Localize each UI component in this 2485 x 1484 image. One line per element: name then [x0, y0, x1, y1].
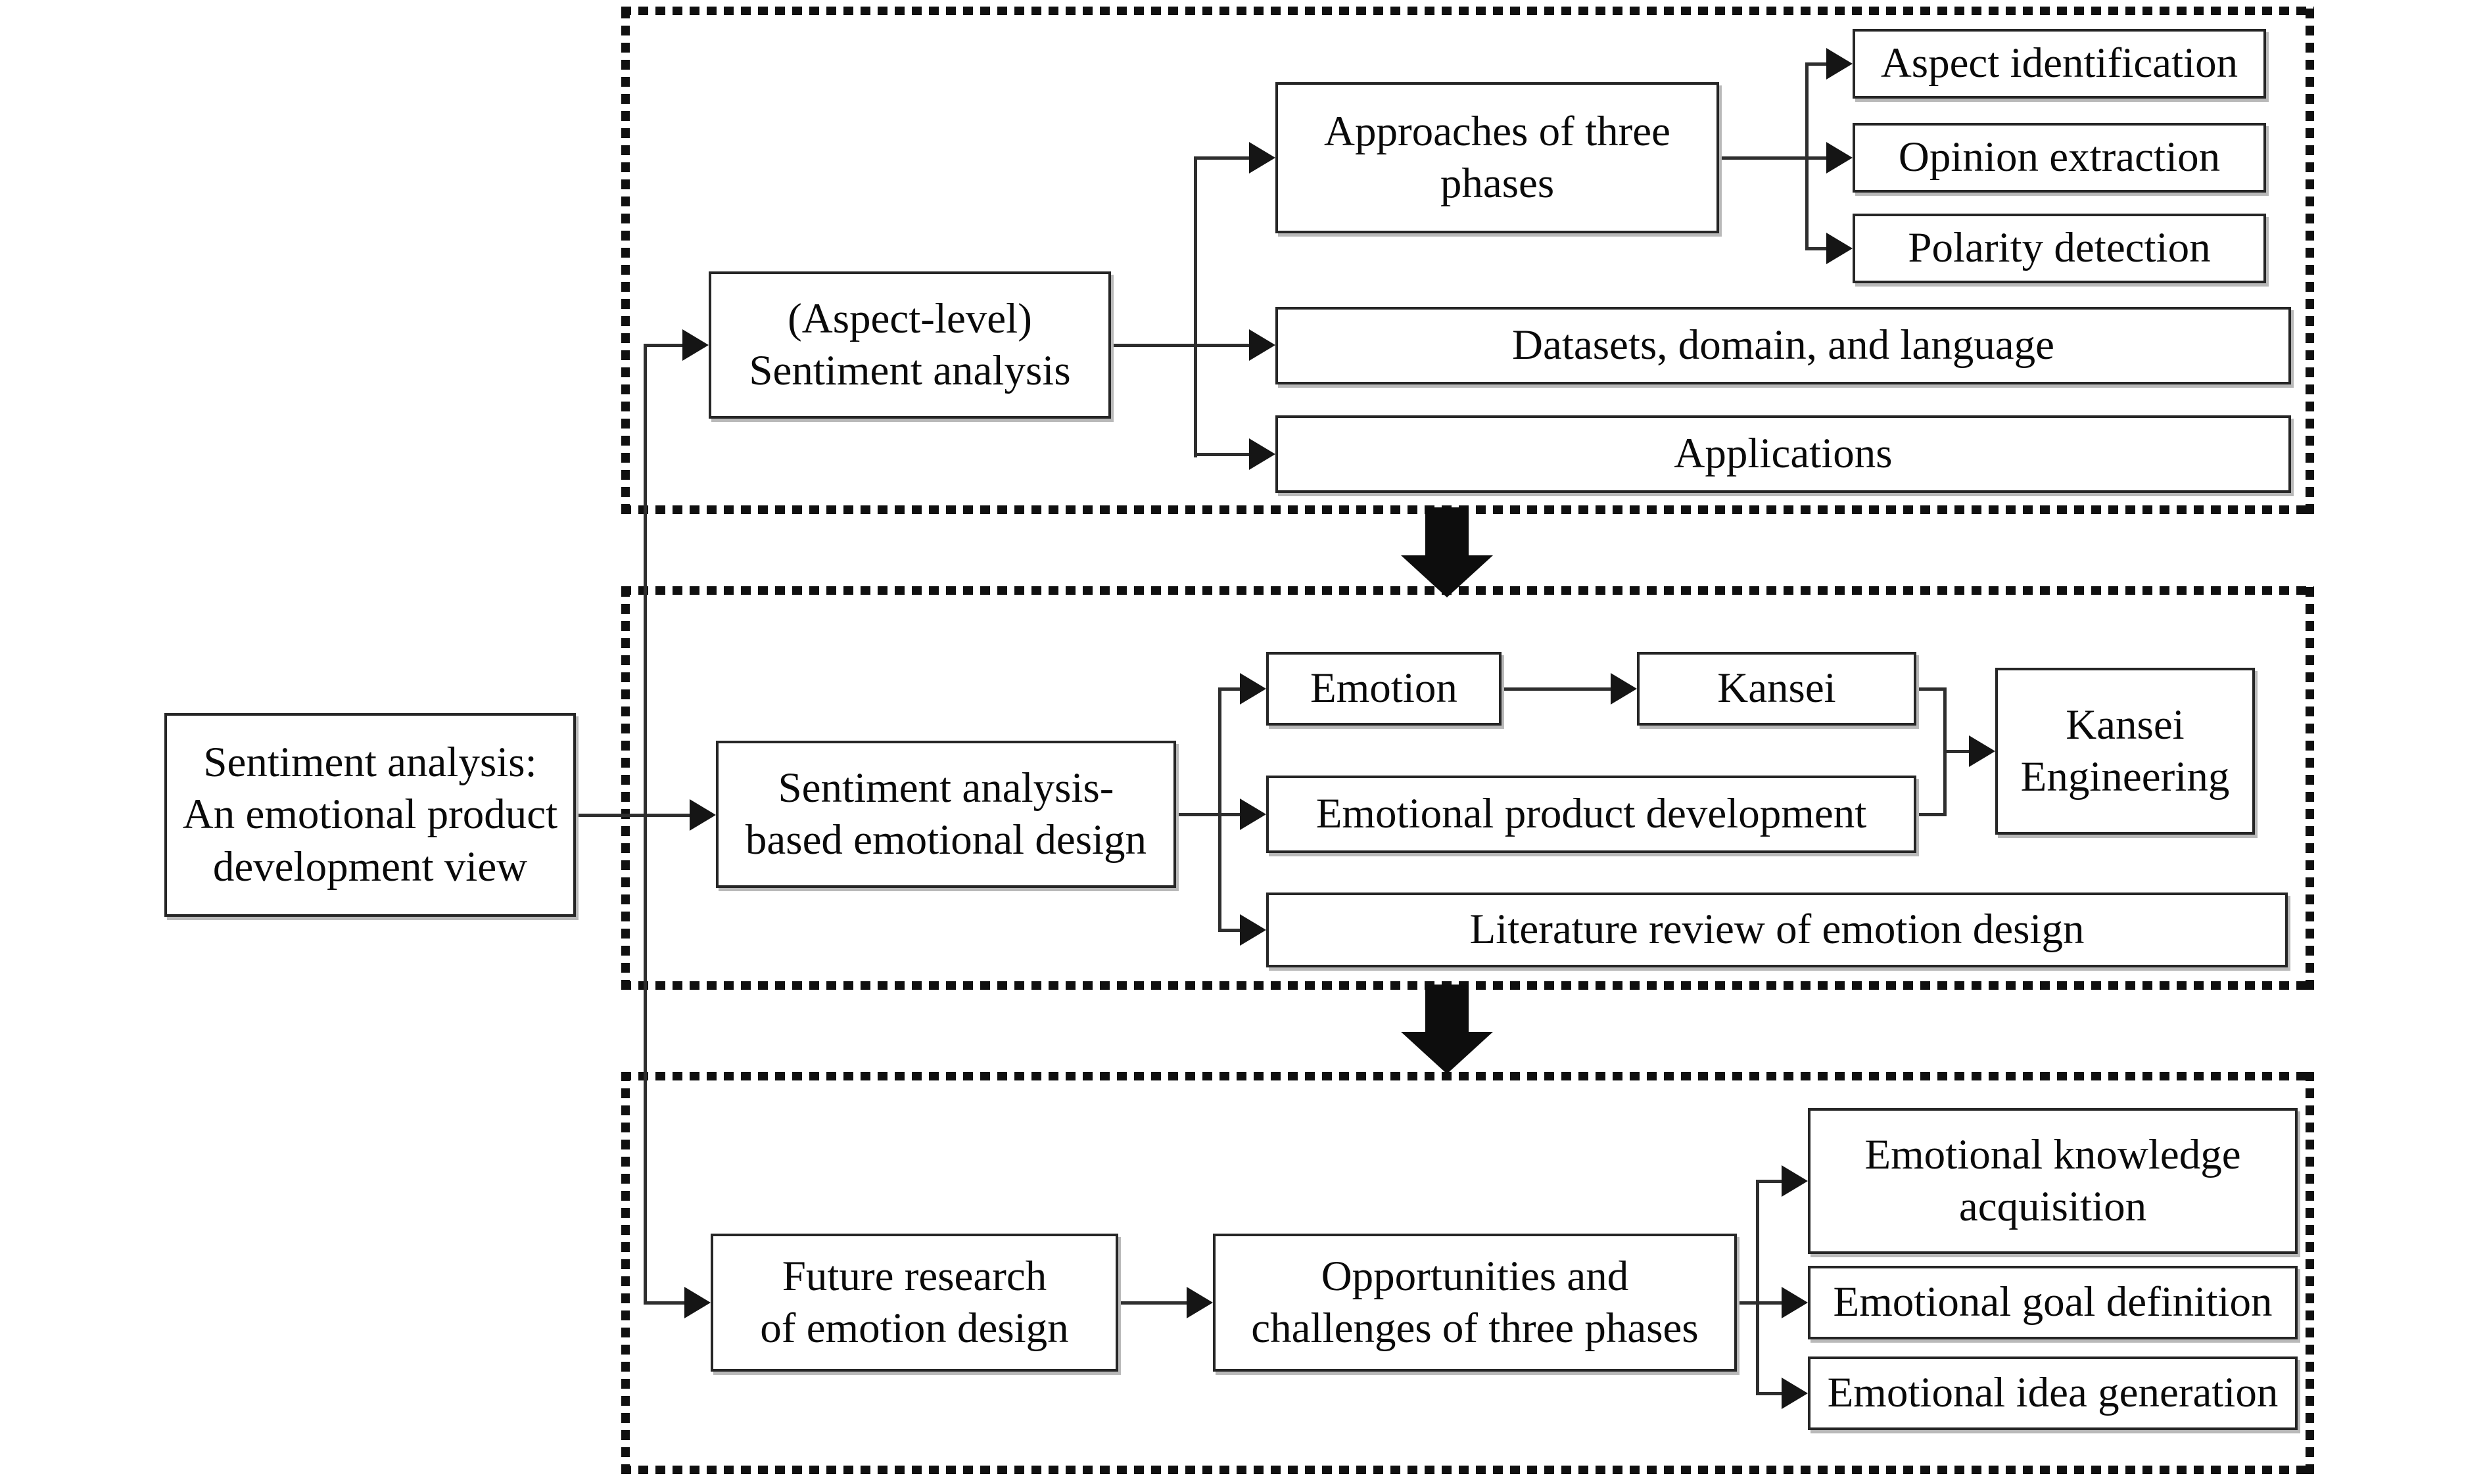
node-emotion: Emotion: [1266, 652, 1502, 726]
node-kansei: Kansei: [1637, 652, 1916, 726]
connector-design-to-branch: [1176, 813, 1244, 816]
node-sentiment-based-emotional-design: Sentiment analysis- based emotional desi…: [716, 741, 1176, 888]
node-polarity-detection: Polarity detection: [1853, 214, 2266, 283]
connector-phase1-branch-vertical: [1194, 156, 1197, 457]
connector-kansei-to-joint: [1916, 687, 1947, 691]
node-future-research: Future research of emotion design: [711, 1234, 1118, 1372]
arrowhead-into-kansei-engineering: [1969, 735, 1995, 767]
connector-trunk-to-future-research: [644, 1301, 687, 1305]
node-product-development-label: Emotional product development: [1315, 790, 1867, 838]
connector-branch-to-approaches: [1194, 156, 1253, 160]
arrowhead-into-datasets: [1249, 329, 1275, 361]
connector-product-to-joint: [1916, 813, 1947, 816]
node-opportunities-label: Opportunities and challenges of three ph…: [1251, 1252, 1699, 1352]
connector-approaches-to-steps: [1719, 156, 1809, 160]
arrowhead-into-idea-generation: [1782, 1378, 1808, 1409]
connector-branch-to-applications: [1194, 453, 1253, 456]
connector-phase2-branch-vertical: [1218, 687, 1221, 932]
arrowhead-into-kansei: [1611, 673, 1637, 705]
node-datasets-domain-language: Datasets, domain, and language: [1275, 307, 2291, 384]
node-design-label: Sentiment analysis- based emotional desi…: [745, 764, 1147, 864]
connector-opportunities-to-branch: [1737, 1301, 1784, 1305]
node-literature-review: Literature review of emotion design: [1266, 893, 2288, 967]
node-source-view-label: Sentiment analysis: An emotional product…: [182, 739, 558, 891]
phase2-to-phase3-down-arrowhead-icon: [1401, 1032, 1493, 1074]
arrowhead-into-product-development: [1240, 799, 1266, 830]
node-datasets-label: Datasets, domain, and language: [1512, 321, 2054, 369]
node-literature-review-label: Literature review of emotion design: [1469, 906, 2085, 954]
node-knowledge-acquisition-label: Emotional knowledge acquisition: [1864, 1130, 2241, 1230]
connector-future-to-opportunities: [1118, 1301, 1189, 1305]
node-emotional-idea-generation: Emotional idea generation: [1808, 1356, 2298, 1430]
connector-trunk-vertical: [644, 344, 647, 1305]
arrowhead-into-opportunities: [1187, 1287, 1213, 1318]
connector-source-to-design: [576, 814, 696, 817]
node-opportunities-challenges: Opportunities and challenges of three ph…: [1213, 1234, 1737, 1372]
phase1-to-phase2-down-arrow-icon: [1425, 507, 1469, 557]
connector-trunk-to-aspect-level: [644, 344, 690, 347]
connector-to-idea-generation: [1756, 1392, 1784, 1395]
node-aspect-level-label: (Aspect-level) Sentiment analysis: [749, 294, 1071, 394]
arrowhead-into-applications: [1249, 438, 1275, 470]
node-applications-label: Applications: [1674, 430, 1893, 478]
node-kansei-engineering-label: Kansei Engineering: [2020, 701, 2230, 800]
node-kansei-engineering: Kansei Engineering: [1995, 668, 2255, 835]
arrowhead-into-approaches: [1249, 142, 1275, 174]
connector-branch-to-emotion: [1218, 687, 1244, 691]
connector-emotion-to-kansei: [1502, 687, 1613, 691]
arrowhead-into-aspect-level: [682, 329, 709, 361]
node-aspect-identification: Aspect identification: [1853, 29, 2266, 99]
arrowhead-into-future-research: [684, 1287, 711, 1318]
connector-to-opinion-extraction: [1805, 156, 1832, 160]
node-emotional-knowledge-acquisition: Emotional knowledge acquisition: [1808, 1108, 2298, 1254]
arrowhead-into-goal-definition: [1782, 1287, 1808, 1318]
node-aspect-level-sentiment-analysis: (Aspect-level) Sentiment analysis: [709, 271, 1111, 419]
connector-joint-to-kansei-engineering: [1943, 750, 1972, 753]
node-emotion-label: Emotion: [1310, 664, 1457, 712]
arrowhead-into-polarity-detection: [1826, 233, 1853, 264]
node-emotional-goal-definition: Emotional goal definition: [1808, 1266, 2298, 1339]
arrowhead-into-aspect-identification: [1826, 48, 1853, 80]
node-approaches-label: Approaches of three phases: [1324, 107, 1670, 207]
node-emotional-product-development: Emotional product development: [1266, 776, 1916, 853]
phase2-to-phase3-down-arrow-icon: [1425, 985, 1469, 1033]
arrowhead-into-emotion: [1240, 673, 1266, 705]
node-polarity-detection-label: Polarity detection: [1908, 224, 2211, 272]
node-goal-definition-label: Emotional goal definition: [1833, 1278, 2273, 1326]
connector-phase3-branch-vertical: [1756, 1180, 1759, 1395]
node-future-research-label: Future research of emotion design: [760, 1252, 1069, 1352]
arrowhead-into-literature: [1240, 914, 1266, 946]
arrowhead-into-opinion-extraction: [1826, 142, 1853, 174]
arrowhead-into-knowledge-acquisition: [1782, 1165, 1808, 1197]
connector-to-polarity-detection: [1805, 247, 1832, 250]
node-opinion-extraction-label: Opinion extraction: [1898, 133, 2221, 181]
node-approaches-of-three-phases: Approaches of three phases: [1275, 82, 1719, 233]
node-source-view: Sentiment analysis: An emotional product…: [164, 713, 576, 917]
connector-to-knowledge-acquisition: [1756, 1180, 1784, 1183]
node-applications: Applications: [1275, 415, 2291, 493]
node-kansei-label: Kansei: [1717, 664, 1836, 712]
connector-branch-to-literature: [1218, 929, 1244, 932]
connector-aspect-to-branch: [1111, 344, 1253, 347]
node-aspect-identification-label: Aspect identification: [1880, 39, 2238, 87]
connector-to-aspect-identification: [1805, 62, 1832, 66]
node-idea-generation-label: Emotional idea generation: [1827, 1369, 2279, 1417]
node-opinion-extraction: Opinion extraction: [1853, 123, 2266, 193]
phase1-to-phase2-down-arrowhead-icon: [1401, 555, 1493, 597]
arrowhead-into-design: [690, 799, 716, 831]
